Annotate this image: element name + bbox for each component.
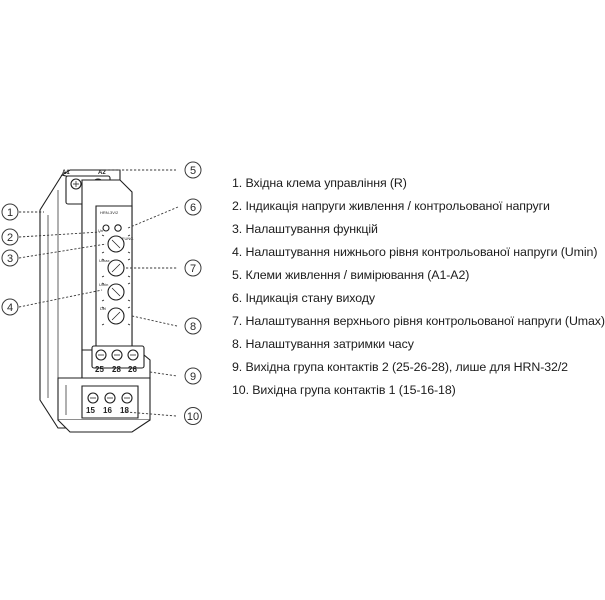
callout-3: 3 [1, 249, 19, 267]
device-terminal-16: 16 [103, 406, 112, 415]
legend-item-3: 3. Налаштування функцій [232, 222, 378, 236]
legend-item-4: 4. Налаштування нижнього рівня контрольо… [232, 245, 598, 259]
legend-item-1: 1. Вхідна клема управління (R) [232, 176, 407, 190]
svg-text:4: 4 [7, 302, 13, 314]
callout-9: 9 [184, 367, 202, 385]
svg-text:8: 8 [190, 321, 196, 333]
callout-10: 10 [184, 407, 202, 425]
svg-text:10: 10 [187, 411, 199, 423]
legend-list: 1. Вхідна клема управління (R) 2. Індика… [232, 172, 605, 402]
device-terminal-15: 15 [86, 406, 95, 415]
svg-text:9: 9 [190, 371, 196, 383]
legend-item-2: 2. Індикація напруги живлення / контроль… [232, 199, 550, 213]
legend-item-5: 5. Клеми живлення / вимірювання (A1-A2) [232, 268, 470, 282]
svg-text:3: 3 [7, 253, 13, 265]
svg-text:6: 6 [190, 202, 196, 214]
device-model-label: HRN-3V/2 [100, 210, 119, 215]
device-terminal-a1: A1 [62, 170, 70, 176]
legend-item-7: 7. Налаштування верхнього рівня контроль… [232, 314, 605, 328]
device-umin-label: Umin [99, 282, 108, 287]
callout-4: 4 [1, 298, 19, 316]
callout-2: 2 [1, 228, 19, 246]
svg-text:5: 5 [190, 165, 196, 177]
device-umax-label: Umax [99, 258, 109, 263]
device-terminal-26: 26 [128, 365, 137, 374]
callout-5: 5 [184, 161, 202, 179]
svg-text:1: 1 [7, 207, 13, 219]
callout-1: 1 [1, 203, 19, 221]
leader-lines [18, 169, 179, 417]
callout-7: 7 [184, 259, 202, 277]
legend-item-8: 8. Налаштування затримки часу [232, 337, 414, 351]
device-terminal-a2: A2 [98, 170, 106, 176]
callout-6: 6 [184, 198, 202, 216]
callout-8: 8 [184, 317, 202, 335]
legend-item-10: 10. Вихідна група контактів 1 (15-16-18) [232, 383, 456, 397]
device-terminal-25: 25 [95, 365, 104, 374]
device-un-label: Un [98, 228, 103, 233]
device-func-label: FUNC. [122, 236, 134, 241]
legend-item-9: 9. Вихідна група контактів 2 (25-26-28),… [232, 360, 568, 374]
relay-device [39, 169, 151, 433]
legend-item-6: 6. Індикація стану виходу [232, 291, 376, 305]
device-del-label: Del [100, 306, 106, 311]
device-terminal-18: 18 [120, 406, 129, 415]
device-terminal-28: 28 [112, 365, 121, 374]
svg-text:7: 7 [190, 263, 196, 275]
svg-text:2: 2 [7, 232, 13, 244]
